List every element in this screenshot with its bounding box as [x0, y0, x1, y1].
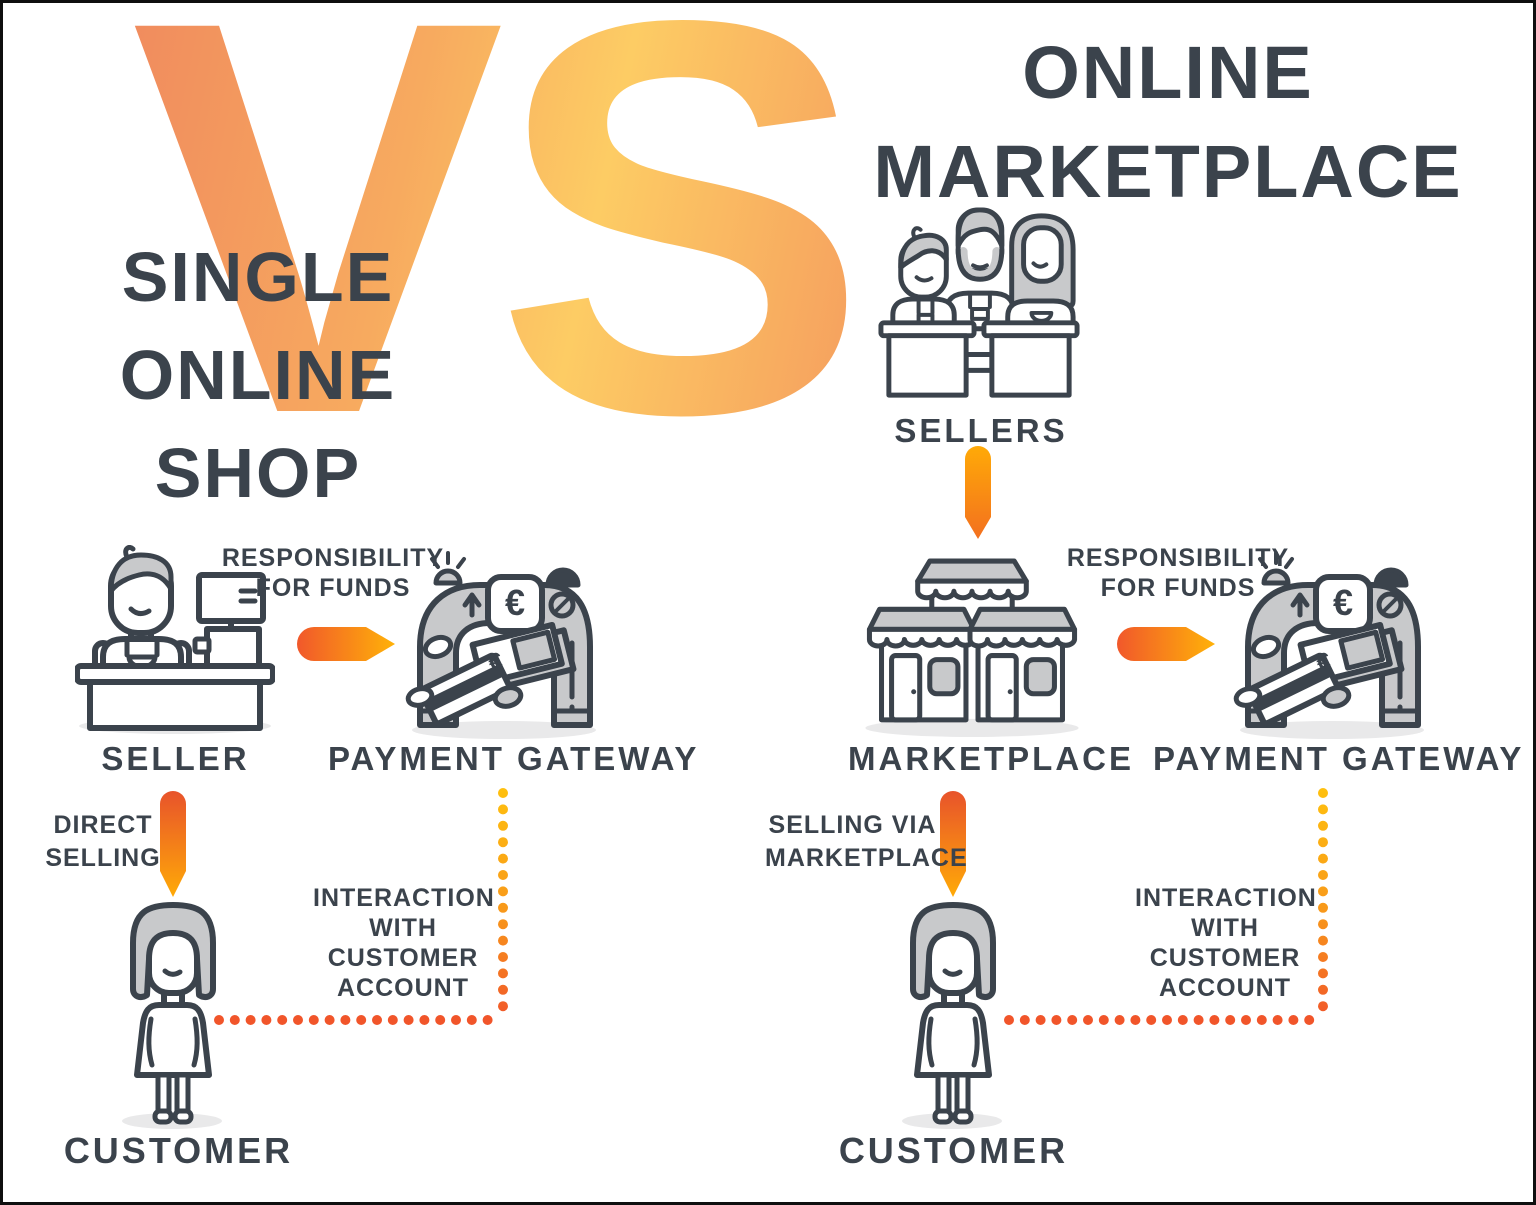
sellers-label: SELLERS [894, 412, 1068, 449]
annotation-line: INTERACTION [1135, 884, 1317, 912]
payment-gateway-icon: € € [405, 551, 596, 739]
dotted-connector-left [214, 788, 508, 1025]
customer-icon [122, 902, 222, 1129]
annotation-line: SELLING VIA [768, 811, 937, 839]
versus-watermark: VS [131, 3, 868, 497]
right-responsibility-label: RESPONSIBILITY FOR FUNDS [1063, 543, 1293, 603]
funds-arrow-icon [1117, 627, 1215, 661]
seller-label: SELLER [101, 740, 250, 777]
direct-selling-label: DIRECT SELLING [41, 809, 165, 875]
annotation-line: INTERACTION [313, 884, 495, 912]
sellers-icon [878, 207, 1080, 398]
annotation-line: RESPONSIBILITY [221, 544, 445, 572]
funds-arrow-icon [297, 627, 395, 661]
annotation-line: FOR FUNDS [255, 574, 411, 602]
customer-label: CUSTOMER [838, 1130, 1069, 1171]
right-title-line: MARKETPLACE [873, 130, 1463, 213]
euro-symbol: € [1333, 582, 1353, 623]
customer-label: CUSTOMER [63, 1130, 294, 1171]
marketplace-label: MARKETPLACE [848, 740, 1134, 777]
left-title: SINGLE ONLINE SHOP [43, 228, 473, 522]
annotation-line: CUSTOMER [327, 944, 479, 972]
sellers-to-marketplace-arrow-icon [965, 446, 991, 539]
left-interaction-label: INTERACTION WITH CUSTOMER ACCOUNT [313, 883, 495, 1003]
direct-selling-arrow-icon [160, 791, 186, 897]
customer-icon [902, 902, 1002, 1129]
right-title: ONLINE MARKETPLACE [853, 23, 1483, 221]
seller-at-desk-icon [75, 545, 275, 734]
euro-symbol: € [486, 648, 505, 677]
left-title-line: ONLINE [119, 336, 397, 414]
selling-via-marketplace-label: SELLING VIA MARKETPLACE [765, 809, 968, 875]
annotation-line: ACCOUNT [337, 974, 469, 1002]
annotation-line: SELLING [45, 844, 161, 872]
marketplace-icon [865, 558, 1079, 737]
right-title-line: ONLINE [1022, 31, 1314, 114]
annotation-line: FOR FUNDS [1100, 574, 1256, 602]
annotation-line: WITH [369, 914, 437, 942]
left-title-line: SHOP [154, 434, 362, 512]
payment-gateway-label: PAYMENT GATEWAY [1153, 740, 1525, 777]
annotation-line: ACCOUNT [1159, 974, 1291, 1002]
dotted-connector-right [1004, 788, 1328, 1025]
selling-via-marketplace-arrow-icon [940, 791, 966, 897]
annotation-line: RESPONSIBILITY [1066, 544, 1290, 572]
annotation-line: DIRECT [53, 811, 153, 839]
payment-gateway-icon: € € [1233, 551, 1424, 739]
annotation-line: CUSTOMER [1149, 944, 1301, 972]
left-responsibility-label: RESPONSIBILITY FOR FUNDS [218, 543, 448, 603]
annotation-line: MARKETPLACE [765, 844, 968, 872]
euro-symbol: € [1314, 648, 1333, 677]
payment-gateway-label: PAYMENT GATEWAY [328, 740, 700, 777]
annotation-line: WITH [1191, 914, 1259, 942]
left-title-line: SINGLE [121, 238, 395, 316]
right-interaction-label: INTERACTION WITH CUSTOMER ACCOUNT [1135, 883, 1317, 1003]
euro-symbol: € [505, 582, 525, 623]
